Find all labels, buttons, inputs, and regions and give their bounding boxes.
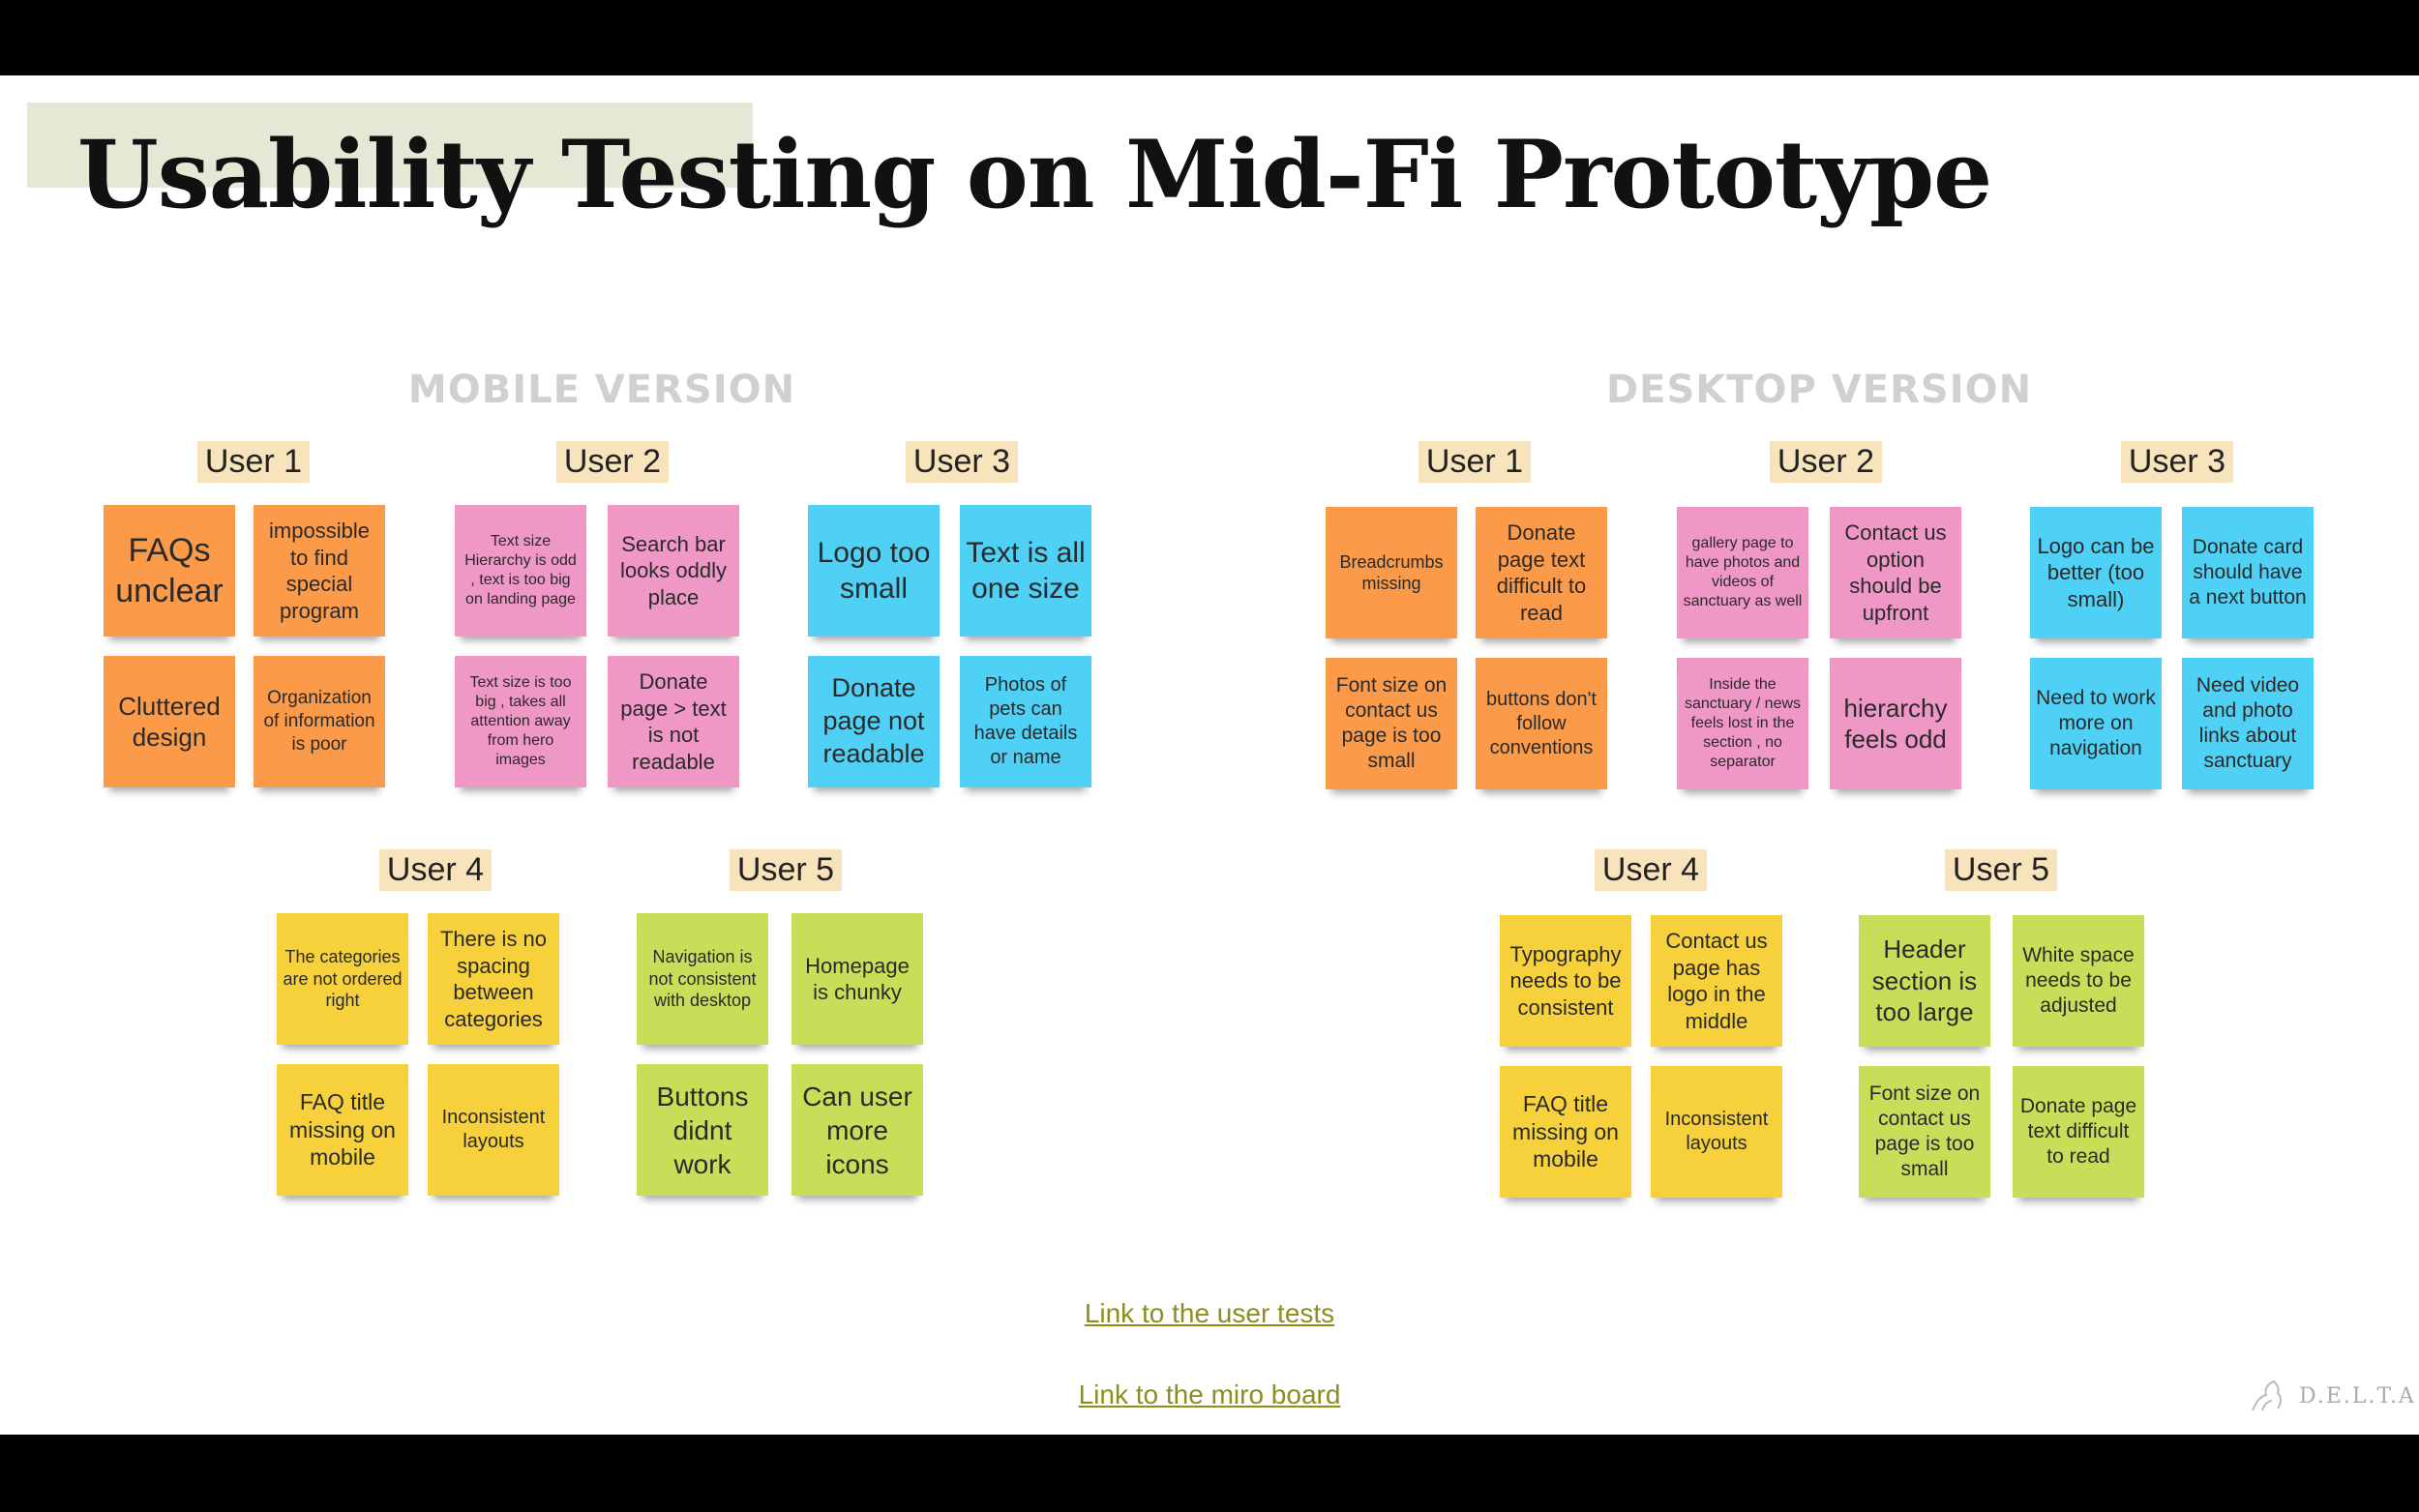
sticky-note[interactable]: Contact us option should be upfront <box>1830 507 1961 638</box>
sticky-note[interactable]: Donate card should have a next button <box>2182 507 2314 638</box>
horse-logo-icon <box>2252 1379 2282 1411</box>
user-tests-link[interactable]: Link to the user tests <box>1084 1298 1335 1328</box>
sticky-note[interactable]: Organization of information is poor <box>254 656 385 787</box>
miro-board-link[interactable]: Link to the miro board <box>1078 1379 1341 1409</box>
desktop-user4-label: User 4 <box>1594 849 1708 891</box>
sticky-note[interactable]: Donate page text difficult to read <box>1476 507 1607 638</box>
slide: Usability Testing on Mid-Fi Prototype MO… <box>0 75 2419 1435</box>
sticky-note[interactable]: Typography needs to be consistent <box>1500 915 1631 1047</box>
sticky-note[interactable]: Logo can be better (too small) <box>2030 507 2162 638</box>
sticky-note[interactable]: Buttons didnt work <box>637 1064 768 1196</box>
sticky-note[interactable]: gallery page to have photos and videos o… <box>1677 507 1808 638</box>
desktop-user3-label: User 3 <box>2120 441 2234 483</box>
sticky-note[interactable]: Cluttered design <box>104 656 235 787</box>
desktop-user5-label: User 5 <box>1944 849 2058 891</box>
sticky-note[interactable]: Donate page text difficult to read <box>2013 1066 2144 1198</box>
sticky-note[interactable]: Homepage is chunky <box>791 913 923 1045</box>
sticky-note[interactable]: Inconsistent layouts <box>428 1064 559 1196</box>
mobile-user2-label: User 2 <box>555 441 670 483</box>
delta-logo: D.E.L.T.A <box>2243 1372 2416 1420</box>
sticky-note[interactable]: Donate page > text is not readable <box>608 656 739 787</box>
sticky-note[interactable]: Font size on contact us page is too smal… <box>1326 658 1457 789</box>
mobile-section-title: MOBILE VERSION <box>407 368 796 412</box>
sticky-note[interactable]: impossible to find special program <box>254 505 385 637</box>
desktop-section-title: DESKTOP VERSION <box>1605 368 2033 412</box>
sticky-note[interactable]: FAQs unclear <box>104 505 235 637</box>
desktop-user2-label: User 2 <box>1769 441 1883 483</box>
sticky-note[interactable]: FAQ title missing on mobile <box>1500 1066 1631 1198</box>
sticky-note[interactable]: Logo too small <box>808 505 940 637</box>
sticky-note[interactable]: Donate page not readable <box>808 656 940 787</box>
mobile-user4-label: User 4 <box>378 849 493 891</box>
sticky-note[interactable]: Search bar looks oddly place <box>608 505 739 637</box>
sticky-note[interactable]: Contact us page has logo in the middle <box>1651 915 1782 1047</box>
sticky-note[interactable]: buttons don't follow conventions <box>1476 658 1607 789</box>
sticky-note[interactable]: hierarchy feels odd <box>1830 658 1961 789</box>
mobile-user5-label: User 5 <box>729 849 843 891</box>
sticky-note[interactable]: Text size is too big , takes all attenti… <box>455 656 586 787</box>
sticky-note[interactable]: Can user more icons <box>791 1064 923 1196</box>
mobile-user3-label: User 3 <box>905 441 1019 483</box>
sticky-note[interactable]: Inside the sanctuary / news feels lost i… <box>1677 658 1808 789</box>
sticky-note[interactable]: White space needs to be adjusted <box>2013 915 2144 1047</box>
desktop-user1-label: User 1 <box>1418 441 1532 483</box>
sticky-note[interactable]: Need to work more on navigation <box>2030 658 2162 789</box>
sticky-note[interactable]: Font size on contact us page is too smal… <box>1859 1066 1990 1198</box>
sticky-note[interactable]: Photos of pets can have details or name <box>960 656 1091 787</box>
sticky-note[interactable]: FAQ title missing on mobile <box>277 1064 408 1196</box>
sticky-note[interactable]: Breadcrumbs missing <box>1326 507 1457 638</box>
sticky-note[interactable]: Header section is too large <box>1859 915 1990 1047</box>
title-highlight <box>27 103 753 188</box>
logo-text: D.E.L.T.A <box>2299 1383 2416 1408</box>
page-title: Usability Testing on Mid-Fi Prototype <box>77 120 1992 229</box>
mobile-user1-label: User 1 <box>196 441 311 483</box>
sticky-note[interactable]: The categories are not ordered right <box>277 913 408 1045</box>
sticky-note[interactable]: Inconsistent layouts <box>1651 1066 1782 1198</box>
sticky-note[interactable]: Navigation is not consistent with deskto… <box>637 913 768 1045</box>
sticky-note[interactable]: Need video and photo links about sanctua… <box>2182 658 2314 789</box>
sticky-note[interactable]: Text is all one size <box>960 505 1091 637</box>
sticky-note[interactable]: Text size Hierarchy is odd , text is too… <box>455 505 586 637</box>
sticky-note[interactable]: There is no spacing between categories <box>428 913 559 1045</box>
